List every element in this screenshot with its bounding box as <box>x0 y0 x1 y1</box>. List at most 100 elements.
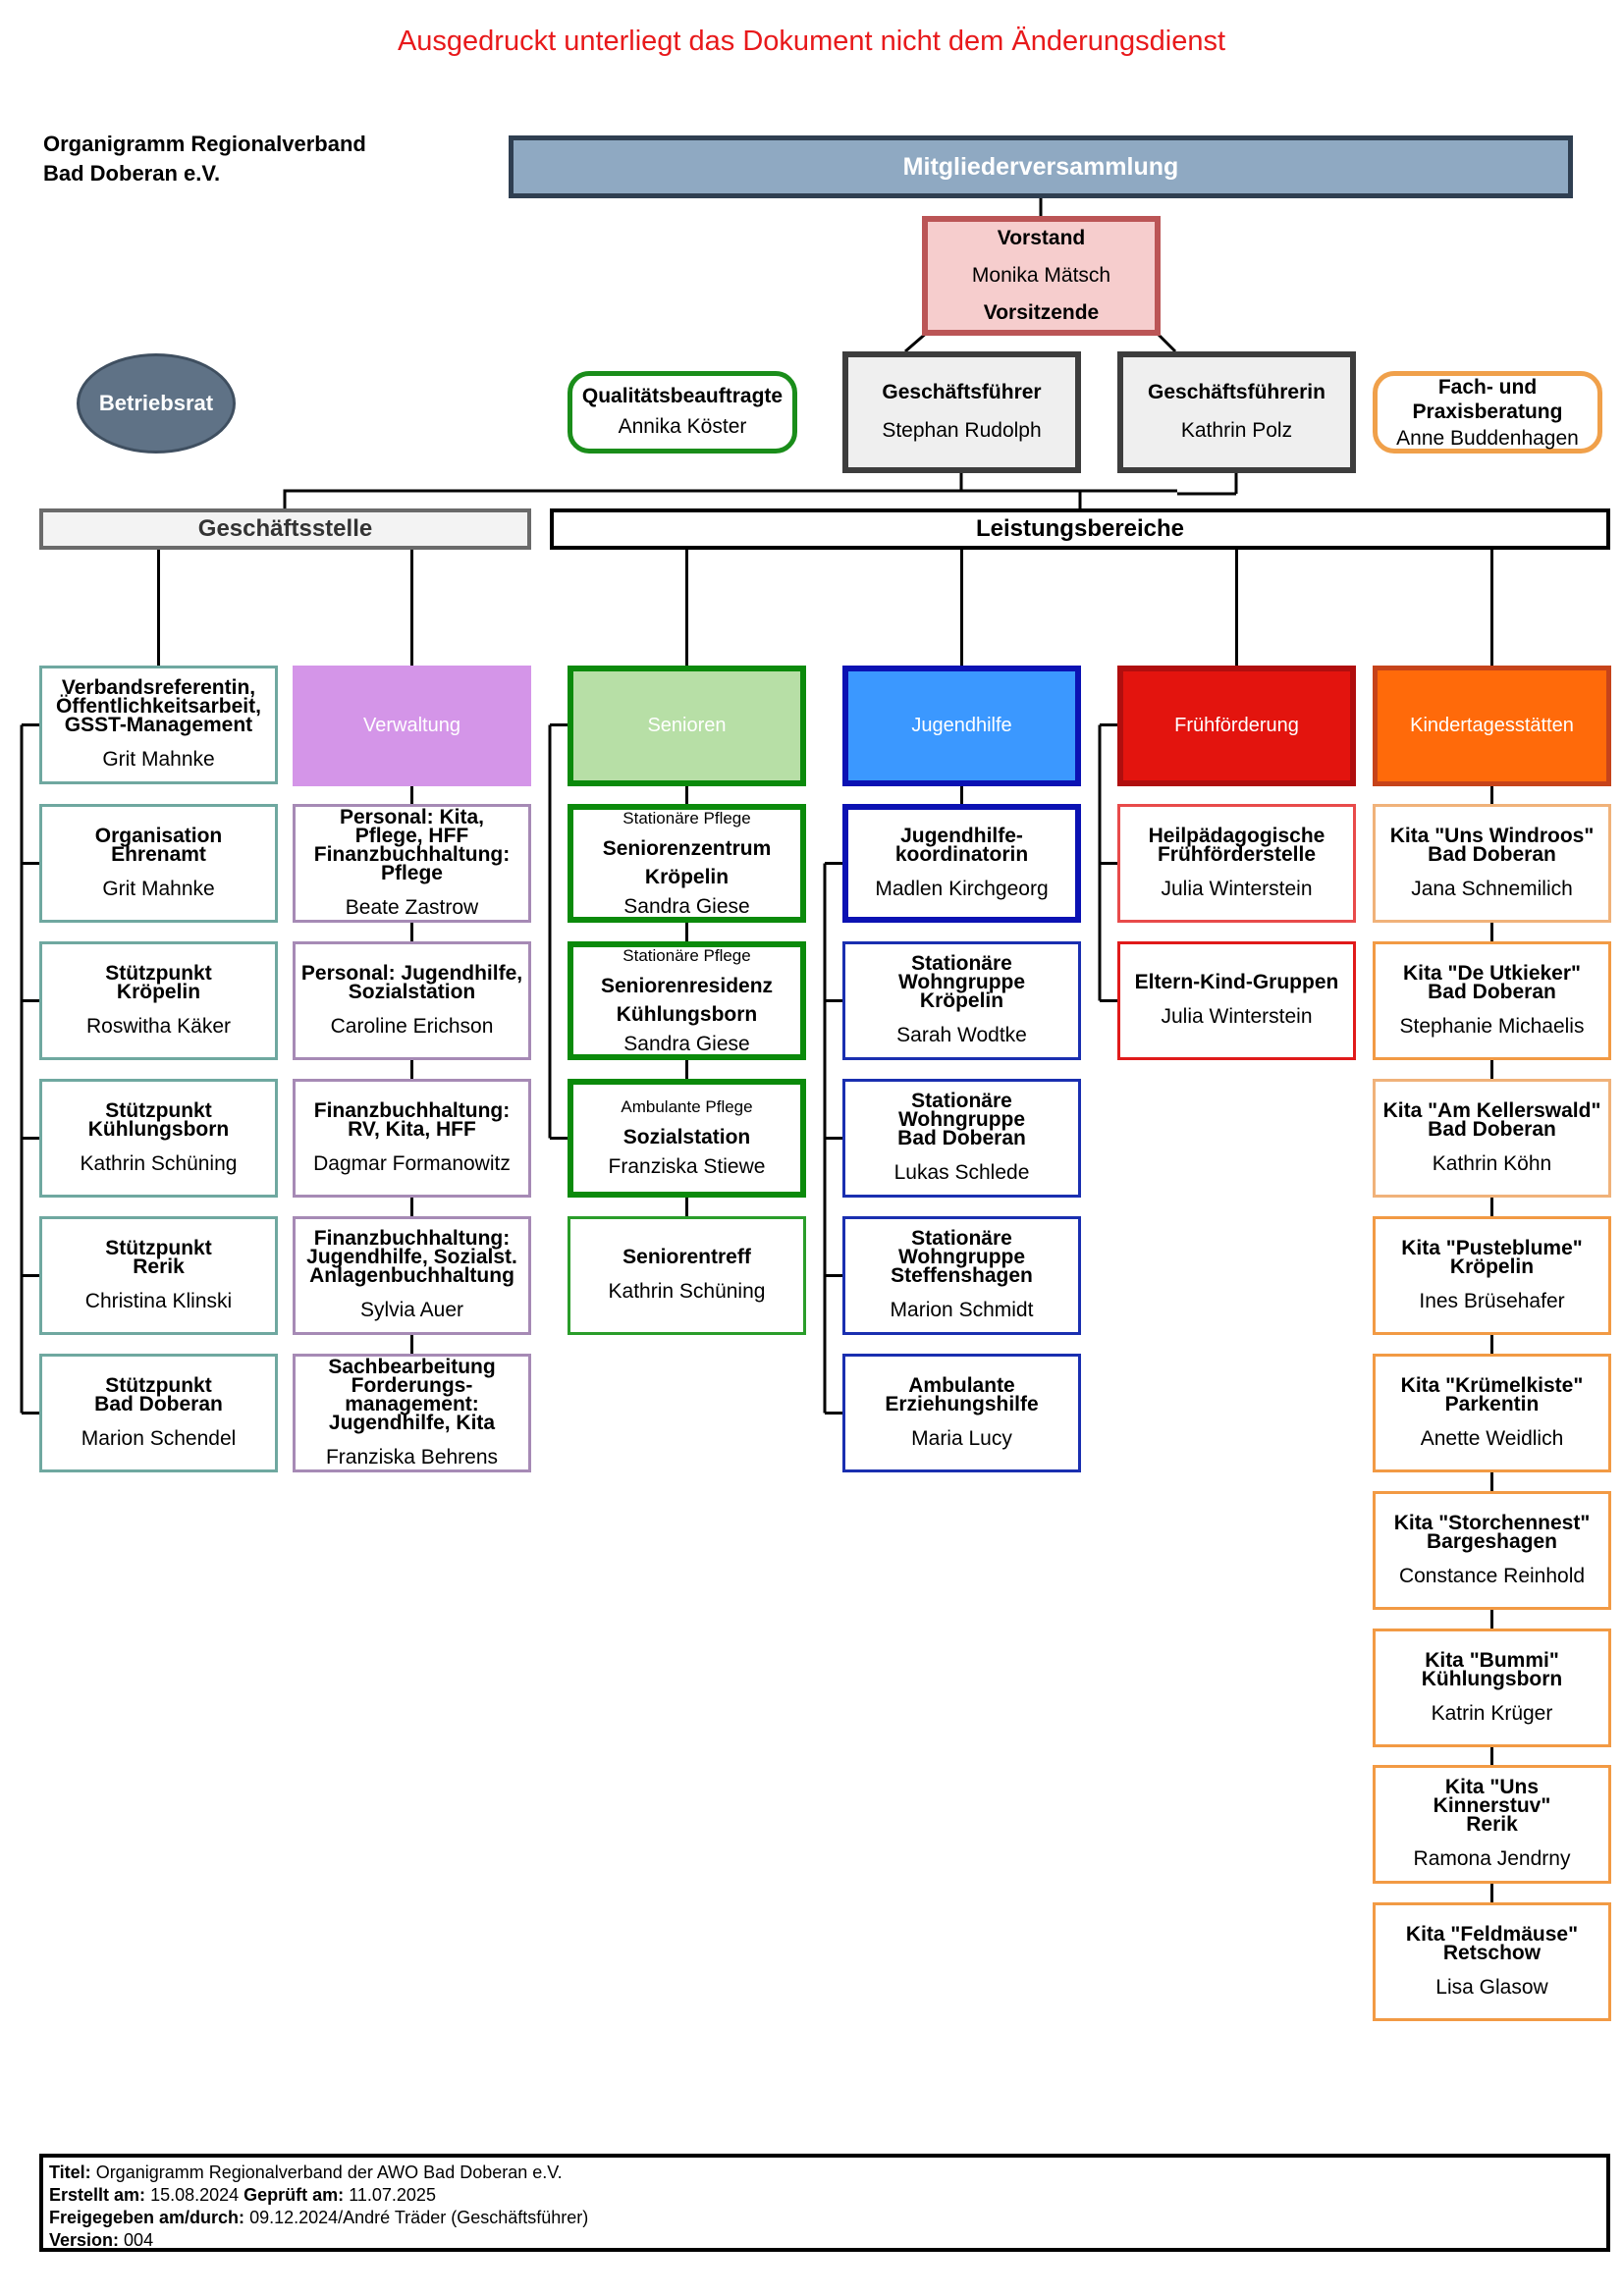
unit-person: Grit Mahnke <box>102 748 215 771</box>
unit-person: Julia Winterstein <box>1161 877 1313 900</box>
vorstand-role: Vorsitzende <box>983 301 1100 324</box>
unit-title: Kita "Storchennest" Bargeshagen <box>1393 1511 1591 1553</box>
org-unit-box[interactable]: Sachbearbeitung Forderungs- management: … <box>293 1354 531 1472</box>
unit-title: Personal: Kita, Pflege, HFF Finanzbuchha… <box>313 805 511 884</box>
unit-person: Marion Schmidt <box>890 1299 1034 1321</box>
unit-person: Ines Brüsehafer <box>1419 1289 1565 1312</box>
footer-title-row: Titel: Organigramm Regionalverband der A… <box>49 2163 563 2182</box>
unit-title: Eltern-Kind-Gruppen <box>1134 971 1339 993</box>
connector <box>283 489 1177 508</box>
unit-title: Ambulante Erziehungshilfe <box>885 1373 1039 1415</box>
gf-title: Geschäftsführerin <box>1148 380 1325 403</box>
unit-person: Caroline Erichson <box>330 1014 494 1038</box>
org-unit-box[interactable]: Personal: Kita, Pflege, HFF Finanzbuchha… <box>293 804 531 923</box>
unit-title: Kita "Feldmäuse" Retschow <box>1405 1922 1579 1964</box>
unit-title: Finanzbuchhaltung: RV, Kita, HFF <box>313 1098 511 1141</box>
unit-title: Jugendhilfe- koordinatorin <box>894 824 1029 866</box>
unit-person: Ramona Jendrny <box>1413 1847 1571 1870</box>
betriebsrat-circle[interactable]: Betriebsrat <box>77 353 236 454</box>
vorstand-title: Vorstand <box>997 227 1086 249</box>
unit-title: Stützpunkt Kröpelin <box>105 961 212 1003</box>
unit-title: Kita "Uns Windroos" Bad Doberan <box>1389 824 1595 866</box>
unit-person: Lisa Glasow <box>1435 1975 1548 1999</box>
qualitaetsbeauftragte-box[interactable]: Qualitätsbeauftragte Annika Köster <box>568 371 797 454</box>
unit-person: Madlen Kirchgeorg <box>875 877 1049 900</box>
document-title-line1: Organigramm Regionalverband <box>43 132 366 156</box>
geschaeftsfuehrerin-box[interactable]: Geschäftsführerin Kathrin Polz <box>1117 351 1356 473</box>
vorstand-box[interactable]: Vorstand Monika Mätsch Vorsitzende <box>922 216 1161 336</box>
unit-title: Personal: Jugendhilfe, Sozialstation <box>300 961 523 1003</box>
unit-person: Franziska Behrens <box>325 1445 499 1468</box>
mitgliederversammlung-box[interactable]: Mitgliederversammlung <box>509 135 1573 198</box>
vorstand-name: Monika Mätsch <box>971 264 1111 287</box>
unit-title: Sachbearbeitung Forderungs- management: … <box>328 1355 496 1434</box>
geschaeftsfuehrer-box[interactable]: Geschäftsführer Stephan Rudolph <box>842 351 1081 473</box>
unit-title: Stationäre Wohngruppe Kröpelin <box>897 952 1026 1012</box>
unit-title: Stützpunkt Bad Doberan <box>94 1373 223 1415</box>
section-header-verwaltung[interactable]: Verwaltung <box>293 666 531 786</box>
unit-title: Stützpunkt Rerik <box>105 1236 212 1278</box>
org-unit-box[interactable]: Finanzbuchhaltung: Jugendhilfe, Sozialst… <box>293 1216 531 1335</box>
fach-praxisberatung-box[interactable]: Fach- und Praxisberatung Anne Buddenhage… <box>1373 371 1602 454</box>
unit-person: Lukas Schlede <box>893 1161 1030 1184</box>
qual-title: Qualitätsbeauftragte <box>581 384 784 407</box>
org-unit-box[interactable]: Verbandsreferentin, Öffentlichkeitsarbei… <box>39 666 278 784</box>
section-header-jugendhilfe[interactable]: Jugendhilfe <box>842 666 1081 786</box>
section-header-fruehfoerderung[interactable]: Frühförderung <box>1117 666 1356 786</box>
unit-title: Kita "De Utkieker" Bad Doberan <box>1403 961 1581 1003</box>
section-header-kitas[interactable]: Kindertagesstätten <box>1373 666 1611 786</box>
unit-person: Anette Weidlich <box>1420 1426 1564 1450</box>
unit-title: Organisation Ehrenamt <box>94 824 223 866</box>
leistungsbereiche-bar[interactable]: Leistungsbereiche <box>550 508 1610 550</box>
geschaeftsstelle-bar[interactable]: Geschäftsstelle <box>39 508 531 550</box>
unit-title: Kita "Pusteblume" Kröpelin <box>1401 1236 1583 1278</box>
unit-person: Beate Zastrow <box>345 895 479 919</box>
unit-title: Kita "Am Kellerswald" Bad Doberan <box>1382 1098 1601 1141</box>
document-title: Organigramm Regionalverband Bad Doberan … <box>43 130 366 188</box>
unit-person: Marion Schendel <box>81 1426 237 1450</box>
unit-person: Kathrin Schüning <box>608 1280 766 1303</box>
unit-title: Seniorentreff <box>622 1246 751 1268</box>
unit-person: Christina Klinski <box>84 1289 233 1312</box>
gf-name: Kathrin Polz <box>1180 418 1293 442</box>
unit-title: Stützpunkt Kühlungsborn <box>87 1098 230 1141</box>
unit-person: Kathrin Köhn <box>1432 1151 1552 1175</box>
unit-person: Jana Schnemilich <box>1411 877 1573 900</box>
unit-subtitle: Stationäre Pflege <box>622 945 751 965</box>
unit-title: Finanzbuchhaltung: Jugendhilfe, Sozialst… <box>306 1227 517 1287</box>
gf-title: Geschäftsführer <box>882 380 1042 403</box>
fach-title: Fach- und Praxisberatung <box>1412 375 1563 423</box>
section-header-senioren[interactable]: Senioren <box>568 666 806 786</box>
gf-name: Stephan Rudolph <box>882 418 1042 442</box>
unit-title: Stationäre Wohngruppe Steffenshagen <box>891 1227 1033 1287</box>
unit-person: Sandra Giese <box>623 1032 750 1055</box>
unit-person: Sarah Wodtke <box>896 1024 1027 1046</box>
